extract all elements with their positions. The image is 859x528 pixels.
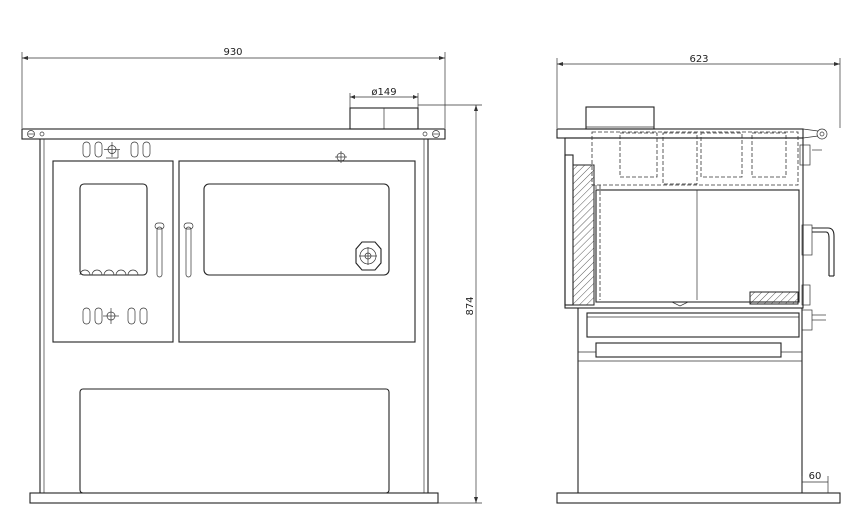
side-handle-icon [812, 227, 835, 277]
vent-slots-lower [82, 307, 148, 325]
thermometer-icon [355, 241, 382, 271]
dimension-flue-label: ø149 [371, 87, 396, 98]
storage-drawer [79, 388, 390, 494]
oven-handle-icon [183, 222, 194, 278]
firebox-window-bumps [79, 269, 139, 276]
hidden-smoke-channels [591, 131, 799, 300]
dimension-base-inset-label: 60 [809, 471, 822, 482]
dimension-flue: ø149 [349, 87, 482, 108]
firebox-handle-icon [154, 222, 165, 278]
insulation-hatch [572, 164, 595, 306]
dimension-base-inset: 60 [801, 471, 829, 493]
front-base [29, 492, 439, 504]
dimension-width-label: 930 [223, 47, 242, 58]
oven-door [178, 160, 416, 343]
firebox-window [79, 183, 148, 276]
front-view: 930 ø149 [21, 47, 482, 504]
screw-icon [27, 130, 45, 138]
oven-cavity [595, 189, 800, 303]
side-flue-pipe [585, 106, 655, 130]
dimension-depth-label: 623 [689, 54, 708, 65]
side-top-plate [556, 128, 804, 139]
screw-icon [422, 130, 440, 138]
side-fittings [799, 144, 826, 331]
side-view: 623 [556, 54, 841, 504]
oven-window [203, 183, 390, 276]
ash-pan-tray [595, 342, 782, 358]
dimension-depth: 623 [556, 54, 841, 128]
dimension-height-label: 874 [465, 296, 476, 315]
side-upper-body [564, 137, 804, 309]
firebox-door [52, 160, 174, 343]
vent-slots-upper [82, 141, 151, 159]
ash-pan [586, 312, 800, 338]
knob-icon [816, 128, 828, 140]
side-door-panel [564, 154, 574, 306]
dimension-width: 930 [21, 47, 446, 128]
floor-hatch [749, 291, 799, 305]
cooktop-plate [21, 128, 446, 140]
side-base [556, 492, 841, 504]
dimension-height: 874 [438, 105, 482, 504]
